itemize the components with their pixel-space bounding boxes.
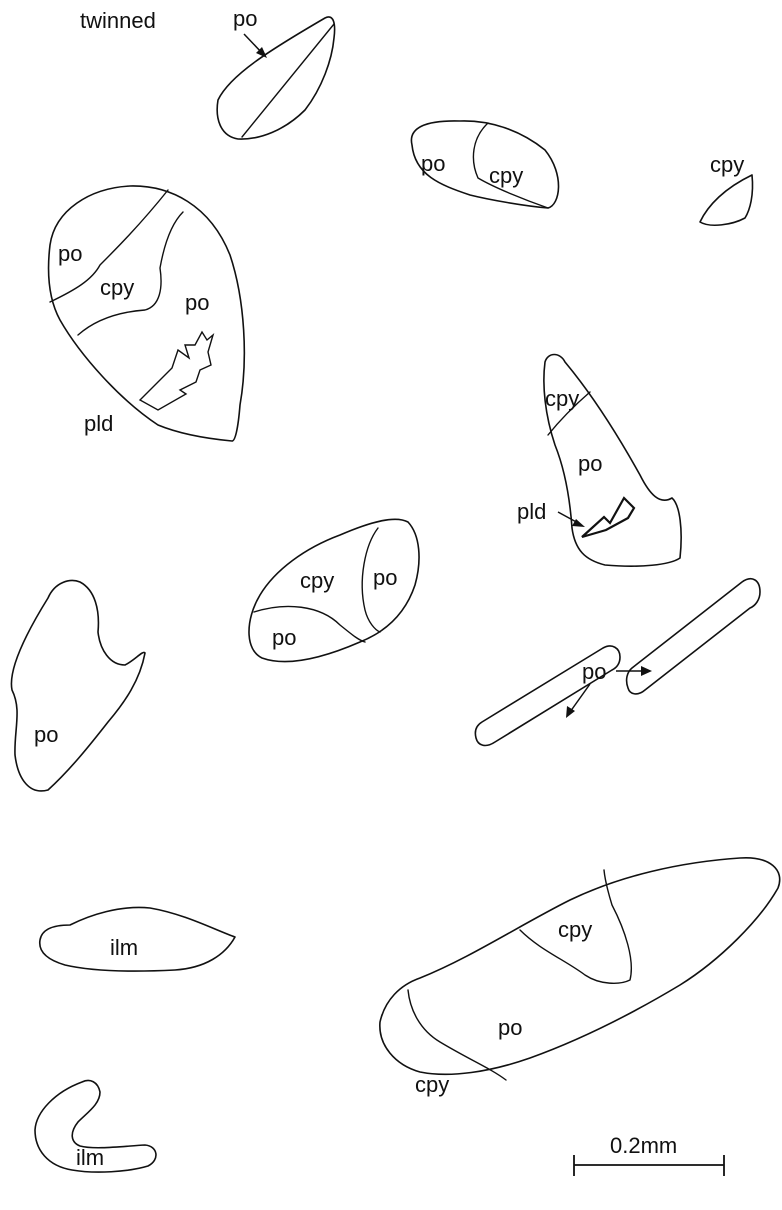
grain-elongated-right: cpy po pld <box>517 355 681 567</box>
label-po: po <box>272 625 296 650</box>
label-po: po <box>582 659 606 684</box>
label-ilm: ilm <box>76 1145 104 1170</box>
label-cpy: cpy <box>489 163 523 188</box>
pld-lamella <box>582 498 634 537</box>
grain-boundary-left <box>254 606 365 642</box>
label-po: po <box>34 722 58 747</box>
label-po: po <box>498 1015 522 1040</box>
grain-center: cpy po po <box>249 519 419 661</box>
label-cpy: cpy <box>100 275 134 300</box>
grain-large-bottom-right: cpy po cpy <box>380 858 780 1097</box>
label-po: po <box>58 241 82 266</box>
grain-cpy-small: cpy <box>700 152 753 225</box>
lath-upper <box>627 579 760 694</box>
scale-bar: 0.2mm <box>574 1133 724 1176</box>
label-po: po <box>373 565 397 590</box>
label-cpy: cpy <box>415 1072 449 1097</box>
scale-label: 0.2mm <box>610 1133 677 1158</box>
grain-large-left: po cpy po pld <box>49 186 245 441</box>
label-po: po <box>578 451 602 476</box>
grain-boundary-lower <box>408 990 506 1080</box>
label-cpy: cpy <box>300 568 334 593</box>
label-ilm: ilm <box>110 935 138 960</box>
grain-outline <box>217 17 334 139</box>
arrow-line <box>570 684 590 712</box>
grain-ilm-hook: ilm <box>35 1080 156 1172</box>
label-po: po <box>233 6 257 31</box>
label-twinned: twinned <box>80 8 156 33</box>
grain-po-cpy-top: po cpy <box>411 121 558 208</box>
label-pld: pld <box>517 499 546 524</box>
label-cpy: cpy <box>545 386 579 411</box>
grain-po-left: po <box>11 581 145 791</box>
label-po: po <box>421 151 445 176</box>
grain-outline <box>700 175 753 225</box>
label-po: po <box>185 290 209 315</box>
label-cpy: cpy <box>558 917 592 942</box>
arrowhead <box>641 666 652 676</box>
grain-po-laths: po <box>475 579 760 746</box>
label-pld: pld <box>84 411 113 436</box>
grain-outline <box>11 581 145 791</box>
grain-ilm-lens: ilm <box>40 907 235 971</box>
pld-lamella <box>140 332 213 410</box>
grain-twinned-po: twinned po <box>80 6 335 139</box>
label-cpy: cpy <box>710 152 744 177</box>
grain-outline <box>49 186 245 441</box>
